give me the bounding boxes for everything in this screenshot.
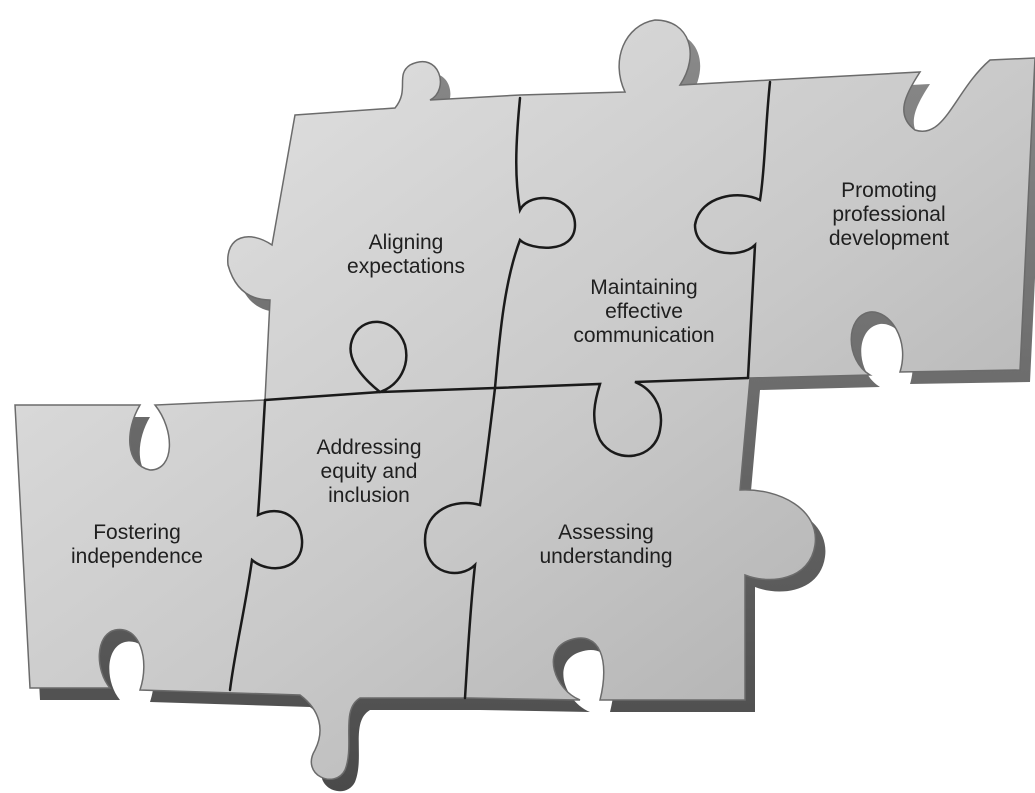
label-addressing-equity-and-inclusion: Addressing equity and inclusion xyxy=(316,436,421,508)
text-line: effective xyxy=(605,299,683,323)
text-line: development xyxy=(828,227,950,251)
text-line: Fostering xyxy=(93,520,181,544)
puzzle-seams xyxy=(228,80,772,700)
text-line: communication xyxy=(573,324,715,348)
text-line: equity and xyxy=(320,459,418,483)
label-fostering-independence: Fostering independence xyxy=(71,521,203,569)
text-line: Promoting xyxy=(841,178,937,202)
text-line: Assessing xyxy=(558,520,654,544)
label-promoting-professional-development: Promoting professional development xyxy=(829,179,949,251)
text-line: understanding xyxy=(539,545,673,568)
text-line: inclusion xyxy=(328,484,410,508)
text-line: Aligning xyxy=(368,230,444,254)
label-maintaining-effective-communication: Maintaining effective communication xyxy=(573,276,714,348)
label-assessing-understanding: Assessing understanding xyxy=(539,521,672,569)
text-line: expectations xyxy=(347,255,465,278)
label-aligning-expectations: Aligning expectations xyxy=(347,231,465,279)
text-line: Addressing xyxy=(316,435,422,459)
text-line: professional xyxy=(832,202,946,226)
text-line: independence xyxy=(71,545,203,568)
puzzle-face xyxy=(14,19,1035,780)
text-line: Maintaining xyxy=(590,275,698,299)
